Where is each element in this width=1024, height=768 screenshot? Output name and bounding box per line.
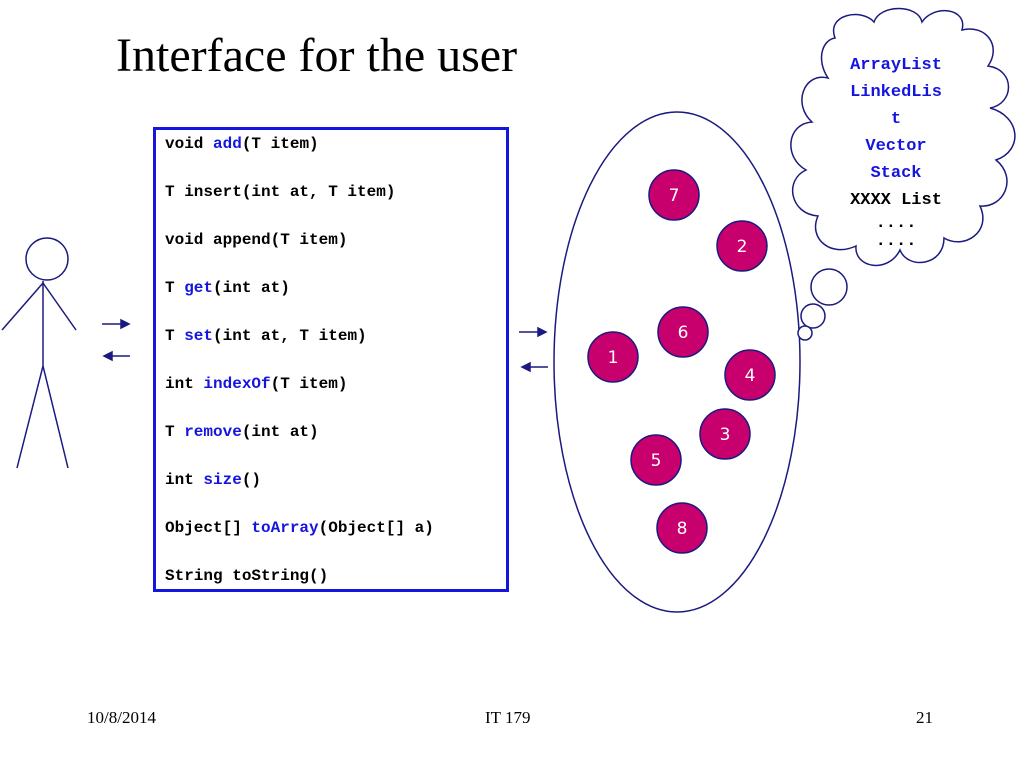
method-signature-suffix: () bbox=[241, 471, 262, 489]
method-signature-suffix: (int at) bbox=[241, 423, 319, 441]
element-node: 6 bbox=[657, 306, 709, 358]
user-stick-figure bbox=[1, 237, 77, 469]
element-node: 7 bbox=[648, 169, 700, 221]
method-signature-suffix: (Object[] a) bbox=[318, 519, 434, 537]
collection-ellipse bbox=[553, 111, 801, 613]
footer-date: 10/8/2014 bbox=[87, 708, 156, 727]
method-name: get bbox=[184, 279, 214, 297]
method-tostring: String toString() bbox=[165, 567, 328, 585]
svg-text:8: 8 bbox=[677, 519, 688, 539]
method-name: add bbox=[213, 135, 242, 153]
method-insert: T insert(int at, T item) bbox=[165, 183, 395, 201]
method-name: set bbox=[184, 327, 214, 345]
method-signature-prefix: int bbox=[165, 375, 204, 393]
svg-text:5: 5 bbox=[651, 451, 662, 471]
svg-text:2: 2 bbox=[737, 237, 748, 257]
method-name: indexOf bbox=[203, 375, 271, 393]
cloud-item: ArrayList bbox=[850, 56, 942, 75]
method-size: int size() bbox=[165, 471, 261, 489]
interface-box bbox=[153, 127, 509, 592]
method-set: T set(int at, T item) bbox=[165, 327, 367, 345]
method-signature-suffix: (int at) bbox=[213, 279, 290, 297]
element-node: 1 bbox=[587, 331, 639, 383]
cloud-implementations-list: ArrayList LinkedLis t Vector Stack XXXX … bbox=[826, 52, 966, 250]
cloud-item: .... bbox=[875, 232, 917, 251]
footer-page-number: 21 bbox=[916, 708, 933, 727]
cloud-item: Stack bbox=[870, 164, 922, 183]
svg-text:3: 3 bbox=[720, 425, 731, 445]
interface-collection-arrows bbox=[519, 326, 548, 373]
method-get: T get(int at) bbox=[165, 279, 290, 297]
cloud-item: .... bbox=[875, 214, 917, 233]
method-remove: T remove(int at) bbox=[165, 423, 319, 441]
svg-text:6: 6 bbox=[678, 323, 689, 343]
cloud-item: Vector bbox=[865, 137, 927, 156]
method-name: remove bbox=[184, 423, 242, 441]
thought-cloud bbox=[790, 7, 1016, 341]
method-signature-prefix: T bbox=[165, 279, 185, 297]
method-name: toArray bbox=[251, 519, 319, 537]
element-node: 4 bbox=[724, 349, 776, 401]
cloud-item: XXXX List bbox=[850, 191, 942, 210]
element-node: 3 bbox=[699, 408, 751, 460]
method-signature-suffix: (T item) bbox=[270, 375, 348, 393]
slide-title: Interface for the user bbox=[116, 29, 518, 82]
method-signature-prefix: T bbox=[165, 423, 185, 441]
method-signature-prefix: void bbox=[165, 135, 214, 153]
method-signature-prefix: Object[] bbox=[165, 519, 252, 537]
method-signature-suffix: (int at, T item) bbox=[213, 327, 367, 345]
user-interface-arrows bbox=[102, 318, 131, 362]
method-signature-suffix: (T item) bbox=[241, 135, 319, 153]
element-node: 5 bbox=[630, 434, 682, 486]
method-append: void append(T item) bbox=[165, 231, 347, 249]
method-toarray: Object[] toArray(Object[] a) bbox=[165, 519, 434, 537]
footer-course: IT 179 bbox=[485, 708, 531, 727]
svg-text:1: 1 bbox=[608, 348, 619, 368]
svg-text:4: 4 bbox=[745, 366, 756, 386]
element-nodes: 7 2 6 1 4 3 5 8 bbox=[587, 169, 776, 554]
method-signature-prefix: T bbox=[165, 327, 185, 345]
cloud-item: LinkedLis bbox=[850, 83, 942, 102]
method-signature-prefix: String toString() bbox=[165, 567, 329, 585]
svg-text:7: 7 bbox=[669, 186, 680, 206]
method-signature-prefix: void append(T item) bbox=[165, 231, 348, 249]
element-node: 2 bbox=[716, 220, 768, 272]
method-signature-prefix: int bbox=[165, 471, 204, 489]
method-signature-prefix: T insert(int at, T item) bbox=[165, 183, 396, 201]
element-node: 8 bbox=[656, 502, 708, 554]
method-indexof: int indexOf(T item) bbox=[165, 375, 347, 393]
method-name: size bbox=[203, 471, 242, 489]
method-add: void add(T item) bbox=[165, 135, 319, 153]
cloud-item: t bbox=[890, 110, 902, 129]
